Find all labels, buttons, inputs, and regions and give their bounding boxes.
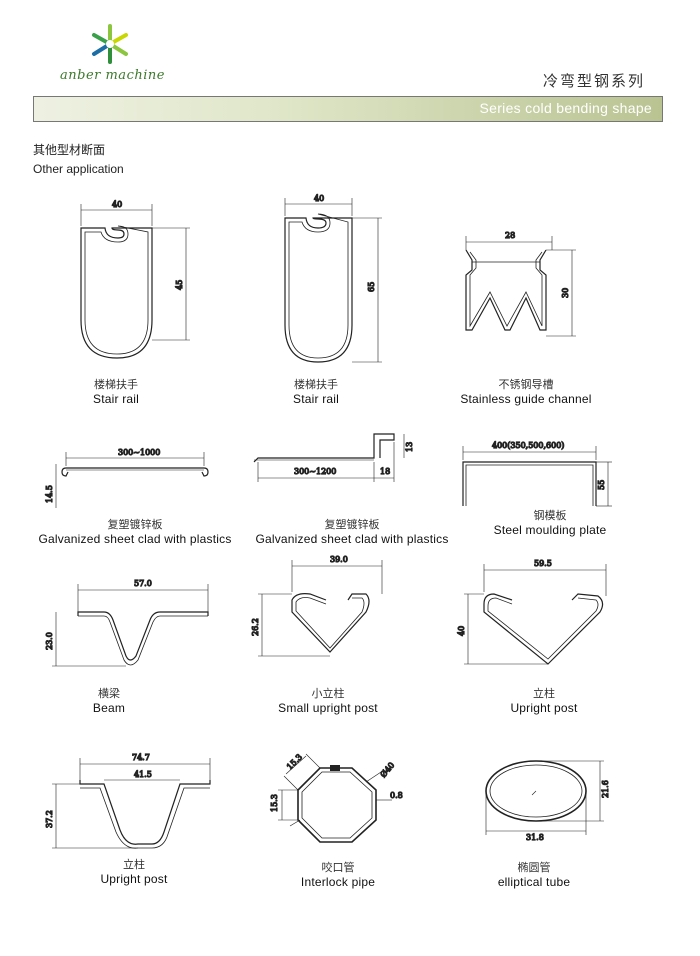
caption-stair-rail-2: 楼梯扶手 Stair rail (292, 378, 339, 406)
caption-upright-post-1: 立柱 Upright post (510, 687, 578, 715)
profile-stair-rail-65: 40 65 (284, 193, 382, 363)
profile-stair-rail-45: 40 45 (80, 199, 190, 359)
dim-label: 23.0 (45, 632, 54, 650)
dim-label: 400(350,500,600) (492, 441, 564, 450)
caption-guide-channel: 不锈钢导槽 Stainless guide channel (460, 378, 592, 406)
dim-label: 45 (175, 280, 184, 290)
dim-label: 300~1200 (294, 467, 336, 476)
dim-label: Ø40 (379, 761, 397, 780)
profile-small-upright-post: 39.0 26.2 (250, 554, 383, 657)
dim-label: 31.8 (526, 833, 544, 842)
caption-steel-moulding-plate: 钢模板 Steel moulding plate (493, 509, 607, 537)
profile-upright-post-74: 74.7 41.5 37.2 (44, 752, 211, 849)
profile-galvanized-sheet-2: 300~1200 18 13 (253, 433, 415, 482)
caption-galvanized-sheet-1: 复塑镀锌板 Galvanized sheet clad with plastic… (38, 518, 232, 546)
title-banner: Series cold bending shape (33, 96, 663, 122)
section-title-cn: 其他型材断面 (33, 143, 106, 157)
dim-label: 18 (380, 467, 390, 476)
dim-label: 15.3 (285, 752, 304, 771)
dim-label: 30 (561, 288, 570, 298)
banner-text: Series cold bending shape (479, 100, 652, 116)
dim-label: 65 (367, 282, 376, 292)
dim-label: 300~1000 (118, 448, 160, 457)
profile-elliptical-tube: 21.6 31.8 (485, 760, 611, 843)
brand-logo: anber machine (60, 22, 170, 87)
caption-galvanized-sheet-2: 复塑镀锌板 Galvanized sheet clad with plastic… (255, 518, 449, 546)
caption-upright-post-2: 立柱 Upright post (100, 858, 168, 886)
page-title: 冷弯型钢系列 (542, 72, 645, 90)
dim-label: 15.3 (270, 794, 279, 812)
dim-label: 40 (112, 200, 122, 209)
dim-label: 37.2 (45, 810, 54, 828)
profile-upright-post-59: 59.5 40 (456, 558, 607, 665)
caption-small-upright-post: 小立柱 Small upright post (278, 687, 378, 715)
profile-steel-moulding-plate: 400(350,500,600) 55 (462, 440, 612, 507)
snowflake-arrows-icon (92, 24, 128, 64)
caption-elliptical-tube: 椭圆管 elliptical tube (497, 861, 571, 889)
logo-text: anber machine (60, 68, 165, 83)
caption-stair-rail-1: 楼梯扶手 Stair rail (92, 378, 139, 406)
dim-label: 0.8 (390, 791, 403, 800)
profile-interlock-pipe: 15.3 15.3 Ø40 0.8 (269, 752, 403, 843)
dim-label: 40 (457, 626, 466, 636)
dim-label: 13 (405, 442, 414, 452)
dim-label: 14.5 (45, 485, 54, 503)
dim-label: 28 (505, 231, 515, 240)
section-title-en: Other application (33, 162, 124, 176)
dim-label: 57.0 (134, 579, 152, 588)
dim-label: 21.6 (601, 780, 610, 798)
dim-label: 26.2 (251, 618, 260, 636)
dim-label: 40 (314, 194, 324, 203)
dim-label: 55 (597, 480, 606, 490)
profile-galvanized-sheet-1: 300~1000 14.5 (44, 447, 209, 508)
profile-beam: 57.0 23.0 (44, 578, 209, 667)
profile-guide-channel: 28 30 (465, 230, 576, 337)
caption-interlock-pipe: 咬口管 Interlock pipe (300, 861, 376, 889)
dim-label: 59.5 (534, 559, 552, 568)
dim-label: 74.7 (132, 753, 150, 762)
dim-label: 41.5 (134, 770, 152, 779)
caption-beam: 横梁 Beam (92, 687, 126, 715)
dim-label: 39.0 (330, 555, 348, 564)
